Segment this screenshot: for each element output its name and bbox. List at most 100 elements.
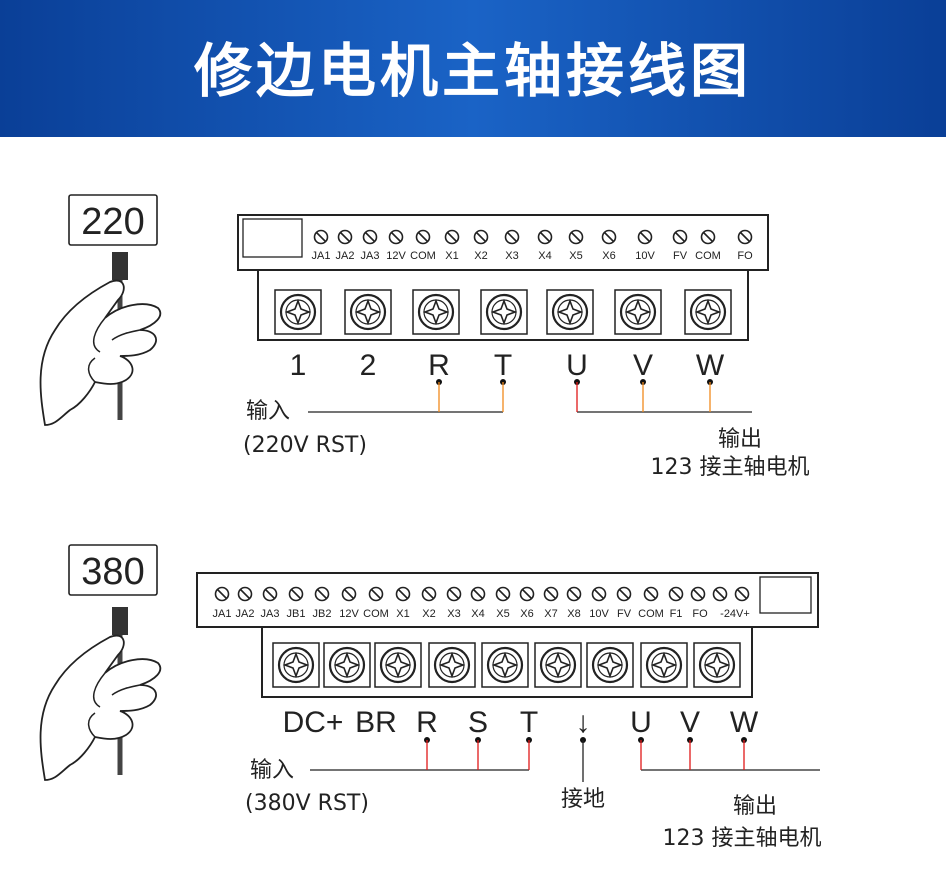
screw-slot (497, 588, 509, 600)
screw-slot (339, 231, 351, 243)
ground-symbol-icon: ↓ (576, 706, 591, 739)
power-terminal-screw-icon (323, 642, 371, 688)
power-terminal-screw-icon (614, 289, 662, 335)
phillips-cross (694, 298, 722, 326)
cable-plug (112, 607, 128, 635)
screw-slot (475, 231, 487, 243)
small-screw-icon (601, 229, 617, 245)
control-terminal-label: X7 (544, 608, 557, 620)
voltage-badge-220: 220 (81, 201, 144, 243)
control-terminal-label: X6 (602, 250, 615, 262)
small-screw-icon (637, 229, 653, 245)
small-screw-icon (495, 586, 511, 602)
output-motor-label: 123 接主轴电机 (663, 826, 822, 851)
small-screw-icon (672, 229, 688, 245)
phillips-cross (544, 651, 572, 679)
screw-slot (736, 588, 748, 600)
screw-slot (506, 231, 518, 243)
screw-slot (264, 588, 276, 600)
screw-slot (448, 588, 460, 600)
hand-outline (39, 279, 162, 426)
phillips-cross (384, 651, 412, 679)
control-terminal-label: COM (695, 250, 721, 262)
power-terminal-label: U (566, 349, 588, 382)
input-label: 输入 (246, 399, 290, 424)
control-terminal-label: COM (410, 250, 436, 262)
output-label: 输出 (733, 794, 777, 819)
small-screw-icon (388, 229, 404, 245)
control-terminal-label: JA3 (361, 250, 380, 262)
power-terminal-screw-icon (693, 642, 741, 688)
finger-lines (87, 317, 141, 383)
phillips-cross (556, 298, 584, 326)
power-terminal-screw-icon (586, 642, 634, 688)
control-terminal-label: JA3 (261, 608, 280, 620)
screw-slot (674, 231, 686, 243)
power-terminal-label: R (416, 706, 438, 739)
phillips-cross (491, 651, 519, 679)
small-screw-icon (314, 586, 330, 602)
screw-slot (714, 588, 726, 600)
phillips-cross (703, 651, 731, 679)
power-terminal-label: T (520, 706, 538, 739)
phillips-cross (438, 651, 466, 679)
control-terminal-label: 12V (339, 608, 359, 620)
small-screw-icon (395, 586, 411, 602)
small-screw-icon (668, 586, 684, 602)
small-screw-icon (568, 229, 584, 245)
screw-slot (692, 588, 704, 600)
title-banner: 修边电机主轴接线图 (0, 0, 946, 137)
control-terminal-label: X8 (567, 608, 580, 620)
screw-slot (603, 231, 615, 243)
control-terminal-label: JA1 (312, 250, 331, 262)
small-screw-icon (537, 229, 553, 245)
output-label: 输出 (718, 427, 762, 452)
screw-slot (670, 588, 682, 600)
power-terminal-label: DC+ (283, 706, 344, 739)
screw-slot (290, 588, 302, 600)
voltage-badge-380-box (68, 544, 158, 596)
output-motor-label: 123 接主轴电机 (651, 455, 810, 480)
power-terminal-screw-icon (481, 642, 529, 688)
power-terminal-screw-icon (684, 289, 732, 335)
phillips-cross (282, 651, 310, 679)
screw-slot (739, 231, 751, 243)
control-terminal-label: FV (673, 250, 688, 262)
small-screw-icon (444, 229, 460, 245)
power-terminal-screw-icon (374, 642, 422, 688)
power-terminal-label: 2 (360, 349, 377, 382)
control-terminal-label: X2 (422, 608, 435, 620)
screw-slot (645, 588, 657, 600)
small-screw-icon (470, 586, 486, 602)
small-screw-icon (421, 586, 437, 602)
control-terminal-label: X6 (520, 608, 533, 620)
screw-slot (446, 231, 458, 243)
small-screw-icon (734, 586, 750, 602)
small-screw-icon (643, 586, 659, 602)
phillips-cross (650, 651, 678, 679)
screw-slot (417, 231, 429, 243)
control-terminal-label: X5 (496, 608, 509, 620)
small-screw-icon (262, 586, 278, 602)
small-screw-icon (368, 586, 384, 602)
phillips-cross (333, 651, 361, 679)
phillips-cross (422, 298, 450, 326)
power-terminal-label: 1 (290, 349, 307, 382)
small-screw-icon (519, 586, 535, 602)
small-screw-icon (690, 586, 706, 602)
voltage-badge-380: 380 (81, 551, 144, 593)
hand-outline (39, 634, 162, 781)
small-screw-icon (337, 229, 353, 245)
screw-slot (216, 588, 228, 600)
screw-slot (639, 231, 651, 243)
control-terminal-label: JB1 (287, 608, 306, 620)
phillips-cross (354, 298, 382, 326)
screw-slot (570, 231, 582, 243)
control-terminal-label: COM (638, 608, 664, 620)
input-voltage-label: (220V RST) (243, 433, 367, 458)
screw-slot (472, 588, 484, 600)
small-screw-icon (446, 586, 462, 602)
power-terminal-screw-icon (480, 289, 528, 335)
control-terminal-label: X1 (396, 608, 409, 620)
